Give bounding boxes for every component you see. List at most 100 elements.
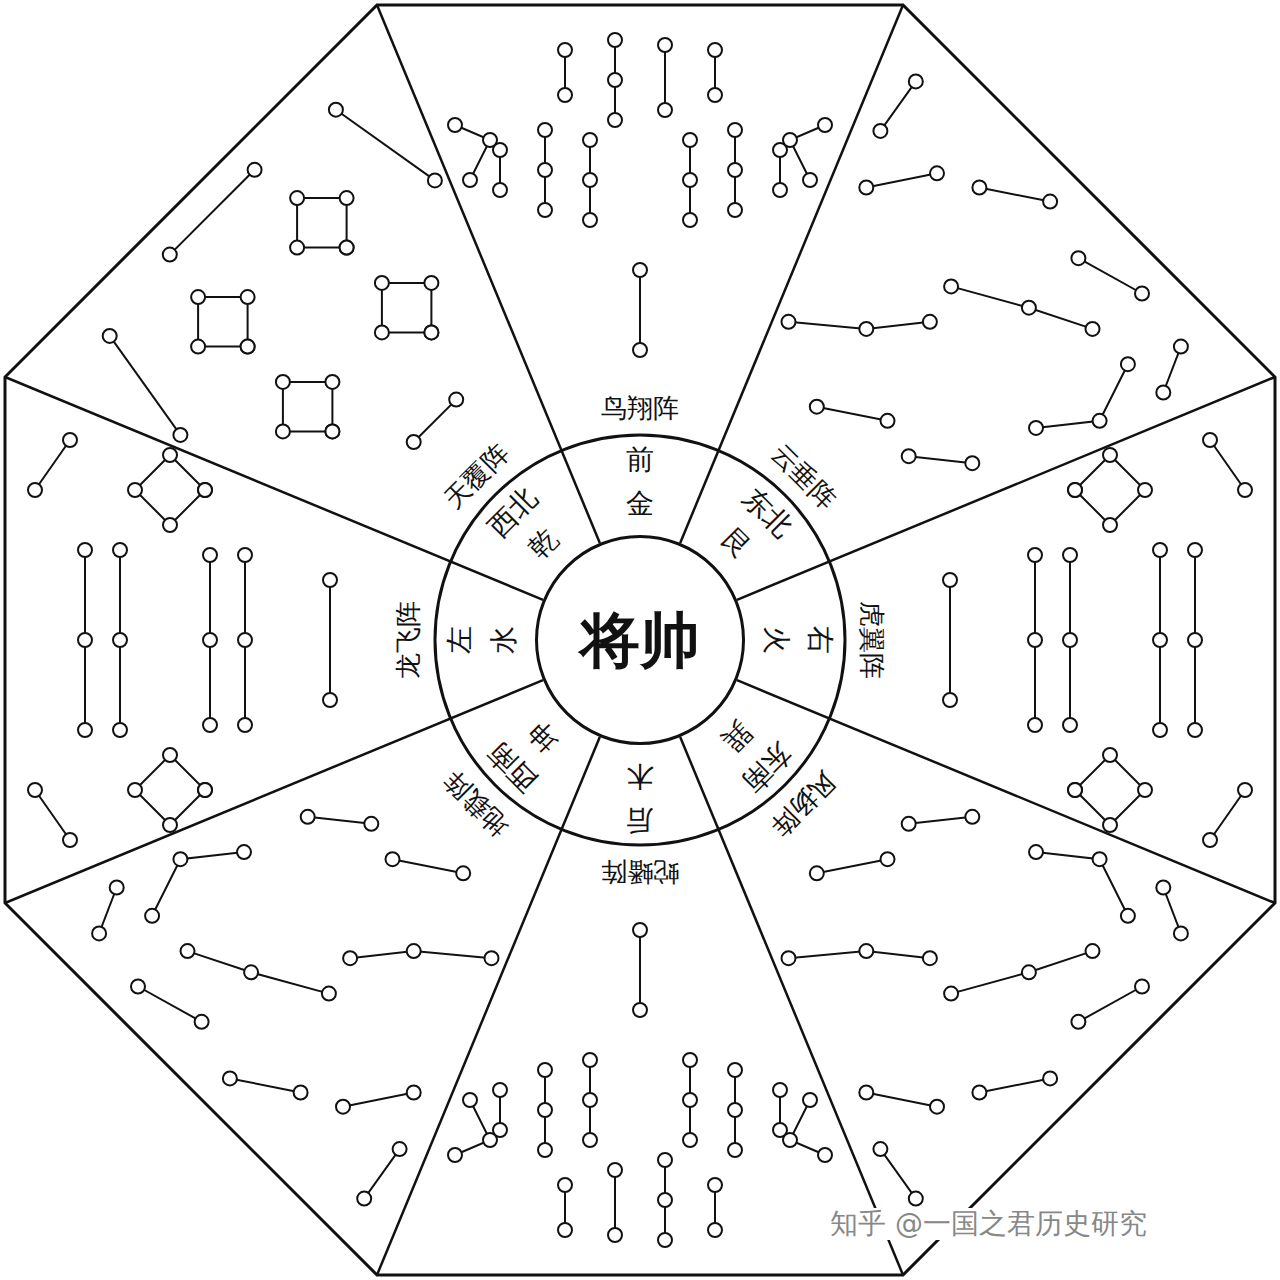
soldier-dot — [343, 951, 357, 965]
soldier-dot — [608, 1228, 622, 1242]
soldier-dot — [325, 424, 339, 438]
soldier-dot — [608, 73, 622, 87]
soldier-dot — [173, 852, 187, 866]
soldier-dot — [558, 1178, 572, 1192]
formation-line — [414, 400, 457, 442]
sector-divider — [680, 5, 903, 543]
formation-line — [1075, 455, 1145, 525]
element-label: 火 — [762, 626, 790, 654]
soldier-dot — [538, 1103, 552, 1117]
soldier-dot — [608, 1163, 622, 1177]
soldier-dot — [181, 944, 195, 958]
direction-label: 后 — [626, 806, 654, 834]
soldier-dot — [728, 1103, 742, 1117]
formation-line — [639, 270, 641, 350]
formation-line — [1210, 790, 1245, 840]
formation-line — [664, 45, 666, 110]
soldier-dot — [944, 279, 958, 293]
soldier-dot — [1068, 783, 1082, 797]
soldier-dot — [859, 1086, 873, 1100]
direction-label: 前 — [626, 446, 654, 474]
soldier-dot — [773, 183, 787, 197]
soldier-dot — [728, 163, 742, 177]
soldier-dot — [375, 325, 389, 339]
soldier-dot — [238, 718, 252, 732]
soldier-dot — [1238, 483, 1252, 497]
soldier-dot — [1028, 633, 1042, 647]
formation-line — [880, 1149, 915, 1199]
soldier-dot — [1138, 783, 1152, 797]
soldier-dot — [1071, 251, 1085, 265]
formation-line — [297, 198, 347, 248]
soldier-dot — [241, 340, 255, 354]
soldier-dot — [881, 852, 895, 866]
formation-line — [455, 125, 490, 180]
formation-line — [364, 1149, 399, 1199]
soldier-dot — [78, 543, 92, 557]
soldier-dot — [633, 263, 647, 277]
formation-line — [382, 283, 432, 333]
soldier-dot — [633, 923, 647, 937]
soldier-dot — [538, 163, 552, 177]
soldier-dot — [683, 1053, 697, 1067]
soldier-dot — [1068, 783, 1082, 797]
soldier-dot — [728, 1063, 742, 1077]
soldier-dot — [909, 1192, 923, 1206]
soldier-dot — [1156, 881, 1170, 895]
soldier-dot — [173, 428, 187, 442]
soldier-dot — [248, 163, 262, 177]
formation-line — [951, 951, 1092, 994]
watermark: 知乎 @一国之君历史研究 — [826, 1208, 1151, 1240]
soldier-dot — [449, 393, 463, 407]
soldier-dot — [198, 483, 212, 497]
soldier-dot — [1086, 944, 1100, 958]
soldier-dot — [1174, 926, 1188, 940]
element-label: 金 — [626, 490, 654, 518]
formation-name: 虎翼阵 — [859, 601, 885, 679]
soldier-dot — [1103, 818, 1117, 832]
soldier-dot — [1138, 483, 1152, 497]
soldier-dot — [203, 548, 217, 562]
soldier-dot — [683, 173, 697, 187]
soldier-dot — [943, 693, 957, 707]
soldier-dot — [191, 290, 205, 304]
soldier-dot — [1063, 633, 1077, 647]
soldier-dot — [1121, 909, 1135, 923]
formation-line — [455, 1100, 490, 1155]
formation-line — [35, 790, 70, 840]
formation-line — [909, 456, 973, 463]
soldier-dot — [1093, 414, 1107, 428]
formation-line — [152, 852, 244, 916]
soldier-dot — [1063, 548, 1077, 562]
soldier-dot — [1022, 301, 1036, 315]
soldier-dot — [463, 1093, 477, 1107]
soldier-dot — [683, 1093, 697, 1107]
soldier-dot — [1029, 845, 1043, 859]
soldier-dot — [902, 817, 916, 831]
formation-line — [817, 407, 888, 421]
soldier-dot — [28, 783, 42, 797]
soldier-dot — [407, 944, 421, 958]
soldier-dot — [583, 1133, 597, 1147]
soldier-dot — [583, 173, 597, 187]
soldier-dot — [483, 133, 497, 147]
formation-line — [1036, 852, 1128, 916]
formation-line — [110, 336, 181, 435]
soldier-dot — [909, 74, 923, 88]
soldier-dot — [608, 33, 622, 47]
soldier-dot — [944, 987, 958, 1001]
soldier-dot — [1086, 322, 1100, 336]
commander-circle: 将帅 — [535, 535, 745, 745]
soldier-dot — [195, 1015, 209, 1029]
element-label: 木 — [626, 762, 654, 790]
formation-line — [135, 455, 205, 525]
soldier-dot — [965, 456, 979, 470]
formation-line — [1036, 364, 1128, 428]
soldier-dot — [78, 723, 92, 737]
soldier-dot — [198, 783, 212, 797]
formation-line — [1075, 755, 1145, 825]
soldier-dot — [728, 1143, 742, 1157]
soldier-dot — [1068, 483, 1082, 497]
soldier-dot — [538, 1143, 552, 1157]
